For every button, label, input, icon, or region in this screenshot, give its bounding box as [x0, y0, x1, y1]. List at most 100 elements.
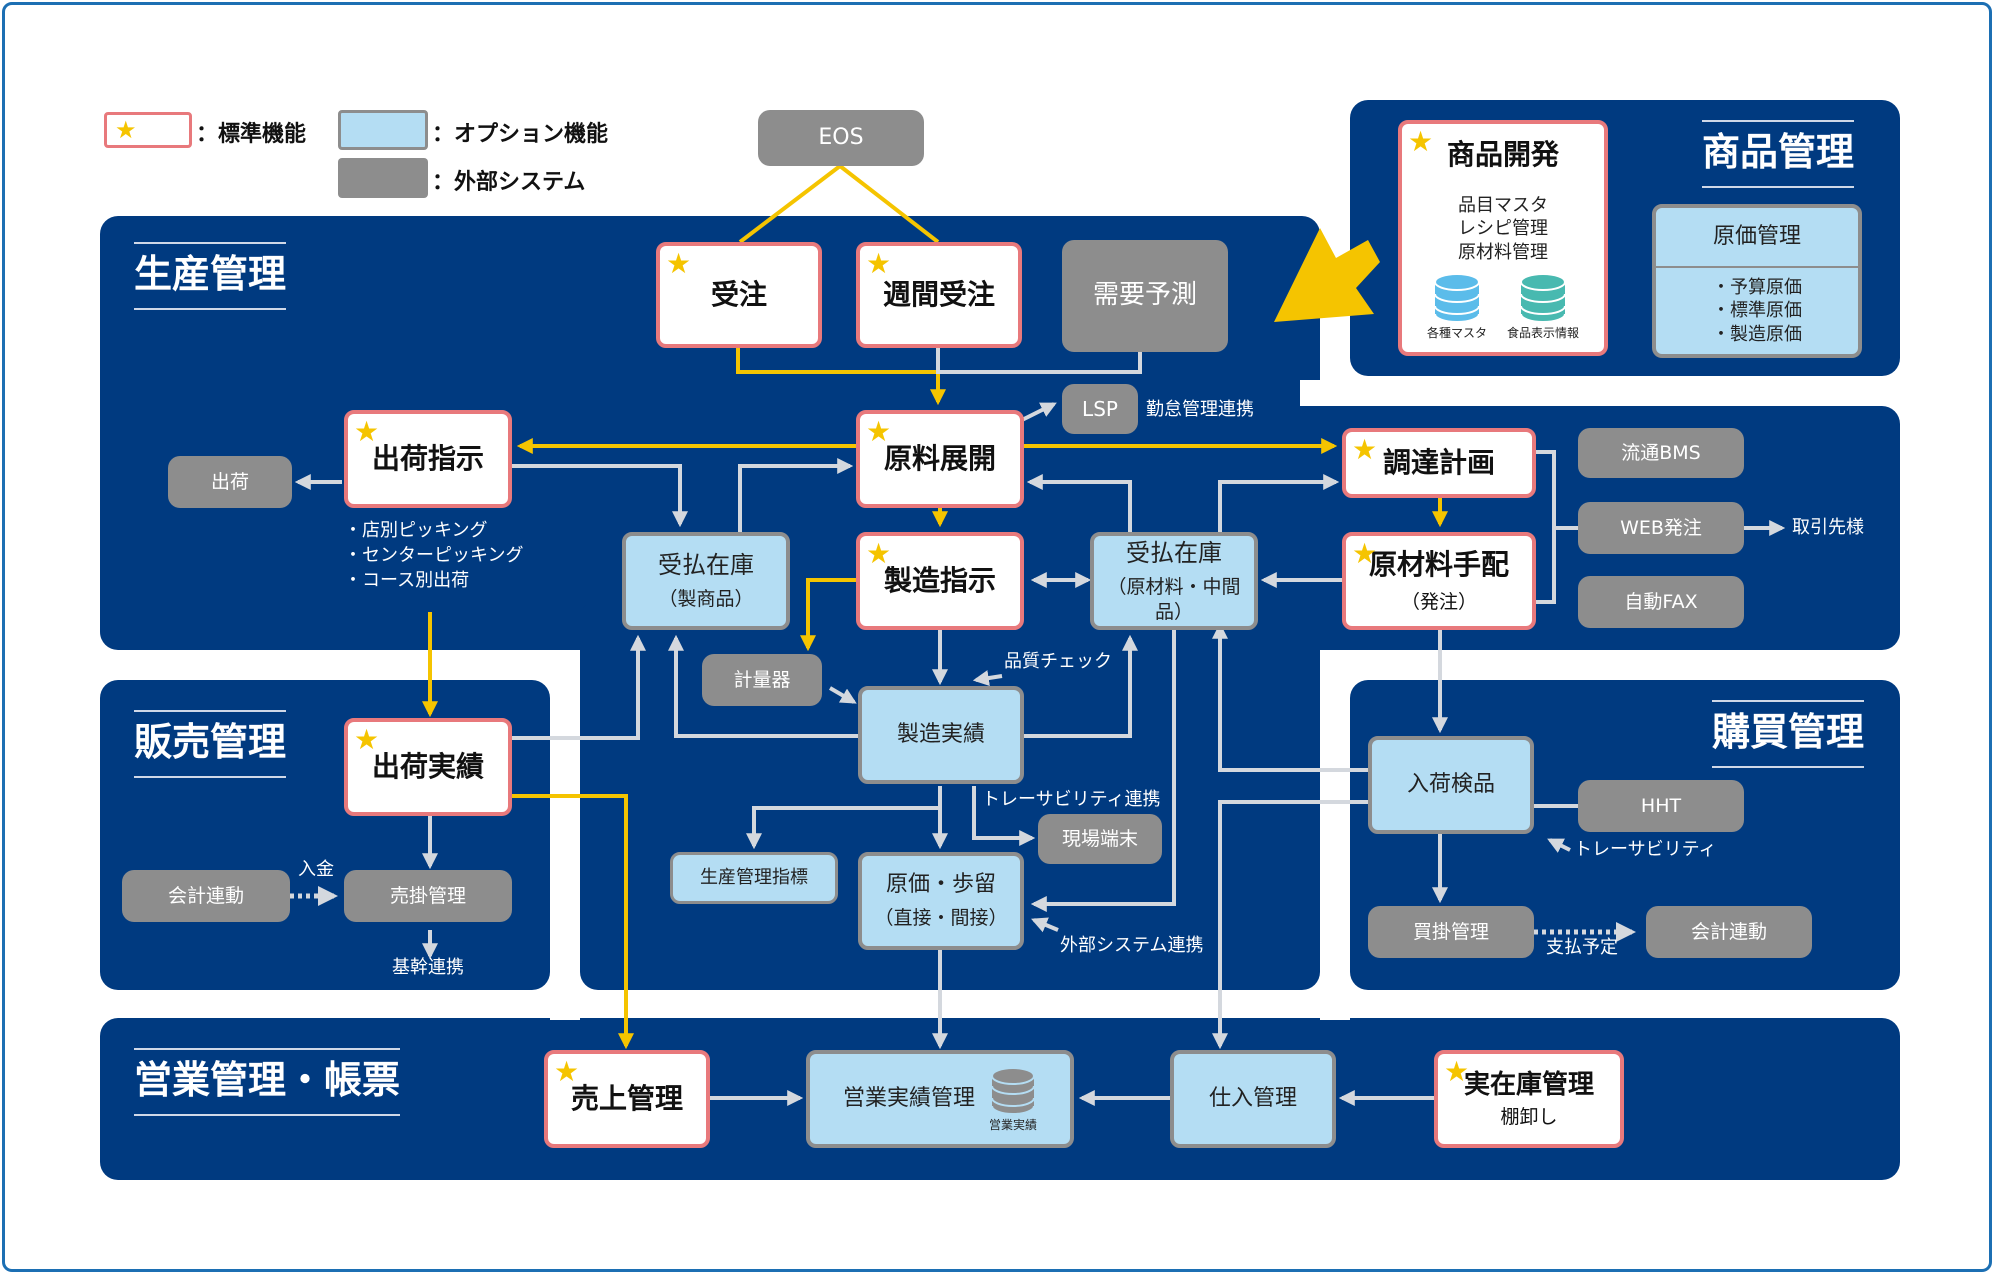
- shipping-results-box[interactable]: ★出荷実績: [344, 718, 512, 816]
- weigher-label: 計量器: [733, 668, 791, 691]
- section-title-production: 生産管理: [134, 242, 287, 310]
- accounting-link-right-label: 会計連動: [1690, 920, 1767, 943]
- receiving-inspection-box[interactable]: 入荷検品: [1368, 736, 1534, 834]
- shipping-item: ・店別ピッキング: [344, 520, 488, 541]
- actual-inventory-label: 実在庫管理: [1463, 1069, 1594, 1100]
- manufacturing-results-label: 製造実績: [896, 721, 985, 747]
- database-icon: [1520, 273, 1566, 324]
- eos-box[interactable]: EOS: [758, 110, 924, 166]
- db-food-label: 食品表示情報: [1507, 270, 1579, 342]
- hht-box[interactable]: HHT: [1578, 780, 1744, 832]
- gap-white-1: [550, 650, 580, 1020]
- big-arrow-icon: [1274, 228, 1380, 322]
- shipment-box[interactable]: 出荷: [168, 456, 292, 508]
- trading-partner-label: 取引先様: [1792, 517, 1864, 538]
- shipping-items-list: ・店別ピッキング ・センターピッキング ・コース別出荷: [344, 518, 523, 593]
- cost-management-label: 原価管理: [1712, 223, 1801, 249]
- manufacturing-instruction-label: 製造指示: [883, 563, 996, 597]
- database-icon: [1433, 273, 1480, 324]
- shipping-item: ・コース別出荷: [344, 570, 470, 591]
- shipping-instruction-label: 出荷指示: [371, 441, 484, 475]
- deposit-label: 入金: [298, 859, 334, 880]
- purchase-management-box[interactable]: 仕入管理: [1170, 1050, 1336, 1148]
- star-icon: ★: [866, 537, 892, 570]
- product-dev-item: 品目マスタ: [1458, 195, 1548, 216]
- sales-management-label: 売上管理: [570, 1081, 683, 1115]
- ryutsu-bms-label: 流通BMS: [1621, 441, 1701, 464]
- gap-white-5: [1320, 650, 1370, 680]
- legend-external-swatch: [338, 158, 428, 198]
- accounting-link-left-box[interactable]: 会計連動: [122, 870, 290, 922]
- manufacturing-results-box[interactable]: 製造実績: [858, 686, 1024, 784]
- lsp-box[interactable]: LSP: [1062, 384, 1138, 434]
- hht-label: HHT: [1640, 794, 1682, 817]
- star-icon: ★: [115, 116, 137, 144]
- actual-inventory-sublabel: 棚卸し: [1500, 1105, 1558, 1128]
- web-order-box[interactable]: WEB発注: [1578, 502, 1744, 554]
- db-master: 各種マスタ: [1427, 270, 1487, 342]
- sales-management-box[interactable]: ★売上管理: [544, 1050, 710, 1148]
- section-title-product: 商品管理: [1702, 120, 1855, 188]
- product-development-label: 商品開発: [1446, 137, 1559, 171]
- gap-white-3: [1300, 380, 1350, 406]
- traceability-link-label: トレーサビリティ連携: [982, 789, 1161, 810]
- shipping-item: ・センターピッキング: [344, 545, 524, 566]
- cost-item: ・標準原価: [1712, 300, 1802, 322]
- order-box[interactable]: ★ 受注: [656, 242, 822, 348]
- star-icon: ★: [1352, 537, 1378, 570]
- inventory-material-box[interactable]: 受払在庫（原材料・中間品）: [1090, 532, 1258, 630]
- inventory-product-box[interactable]: 受払在庫（製商品）: [622, 532, 790, 630]
- cost-yield-sublabel: （直接・間接）: [874, 906, 1008, 929]
- manufacturing-instruction-box[interactable]: ★製造指示: [856, 532, 1024, 630]
- star-icon: ★: [866, 415, 892, 448]
- payment-schedule-label: 支払予定: [1546, 937, 1618, 958]
- weigher-box[interactable]: 計量器: [702, 654, 822, 706]
- gap-white-2: [1320, 650, 1350, 1020]
- payables-box[interactable]: 買掛管理: [1368, 906, 1534, 958]
- procurement-plan-box[interactable]: ★調達計画: [1342, 428, 1536, 498]
- demand-forecast-box[interactable]: 需要予測: [1062, 240, 1228, 352]
- actual-inventory-box[interactable]: ★実在庫管理棚卸し: [1434, 1050, 1624, 1148]
- external-link-label: 外部システム連携: [1060, 935, 1204, 956]
- site-terminal-label: 現場端末: [1061, 827, 1138, 850]
- receiving-inspection-label: 入荷検品: [1406, 771, 1495, 797]
- material-expansion-label: 原料展開: [883, 441, 996, 475]
- product-development-details: 品目マスタ レシピ管理 原材料管理 各種マスタ 食品表示情報: [1398, 186, 1608, 356]
- material-expansion-box[interactable]: ★原料展開: [856, 410, 1024, 508]
- traceability-label: トレーサビリティ: [1574, 839, 1717, 860]
- material-arrangement-box[interactable]: ★原材料手配（発注）: [1342, 532, 1536, 630]
- inventory-material-label: 受払在庫: [1126, 538, 1222, 567]
- core-link-label: 基幹連携: [392, 957, 464, 978]
- production-indicators-box[interactable]: 生産管理指標: [670, 852, 838, 904]
- star-icon: ★: [866, 247, 892, 280]
- attendance-link-label: 勤怠管理連携: [1146, 399, 1254, 420]
- weekly-order-box[interactable]: ★週間受注: [856, 242, 1022, 348]
- auto-fax-box[interactable]: 自動FAX: [1578, 576, 1744, 628]
- auto-fax-label: 自動FAX: [1624, 590, 1698, 613]
- section-title-business: 営業管理・帳票: [134, 1048, 401, 1116]
- material-arrangement-sublabel: （発注）: [1400, 590, 1477, 613]
- legend-option-label: ：オプション機能: [432, 122, 609, 147]
- cost-management-box[interactable]: 原価管理: [1652, 204, 1862, 270]
- product-dev-item: 原材料管理: [1458, 241, 1548, 263]
- ryutsu-bms-box[interactable]: 流通BMS: [1578, 428, 1744, 478]
- accounting-link-right-box[interactable]: 会計連動: [1646, 906, 1812, 958]
- db-master-label: 各種マスタ: [1426, 326, 1487, 341]
- star-icon: ★: [354, 723, 380, 756]
- shipping-results-label: 出荷実績: [371, 749, 484, 783]
- eos-label: EOS: [818, 124, 864, 150]
- payables-label: 買掛管理: [1412, 920, 1489, 943]
- site-terminal-box[interactable]: 現場端末: [1038, 814, 1162, 864]
- star-icon: ★: [666, 247, 692, 280]
- cost-yield-box[interactable]: 原価・歩留（直接・間接）: [858, 852, 1024, 950]
- product-development-box[interactable]: ★商品開発: [1398, 120, 1608, 190]
- section-title-purchase: 購買管理: [1712, 700, 1865, 768]
- shipping-instruction-box[interactable]: ★出荷指示: [344, 410, 512, 508]
- receivables-label: 売掛管理: [389, 884, 466, 907]
- order-label: 受注: [710, 277, 767, 311]
- product-dev-db-row: 各種マスタ 食品表示情報: [1427, 270, 1579, 342]
- receivables-box[interactable]: 売掛管理: [344, 870, 512, 922]
- business-results-box[interactable]: 営業実績管理 営業実績: [806, 1050, 1074, 1148]
